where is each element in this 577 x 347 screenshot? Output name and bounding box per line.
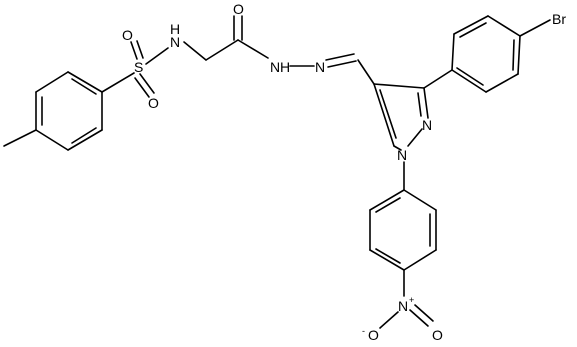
bond-ch-c4 bbox=[357, 59, 375, 85]
bond-c3-aryl bbox=[423, 69, 453, 89]
bond-n-ch2 bbox=[183, 41, 207, 61]
bond-pz-c4-c5 bbox=[373, 83, 395, 147]
atom-br: Br bbox=[552, 11, 566, 27]
bond-pz-n2-c3 bbox=[423, 87, 429, 119]
atom-h-amide: H bbox=[280, 59, 290, 75]
atom-n-sulfonamide: N bbox=[170, 34, 180, 50]
atom-nitro-o-right: O bbox=[432, 327, 443, 343]
atom-h-sulfonamide: H bbox=[170, 21, 180, 37]
bond-brph-3 bbox=[487, 15, 521, 37]
atom-n-amide: N bbox=[270, 59, 280, 75]
bond-tolyl-6 bbox=[35, 129, 69, 151]
bond-brph-5 bbox=[485, 73, 519, 93]
bond-tolyl-inner-2 bbox=[71, 78, 97, 95]
bond-s-o-bottom-a bbox=[134, 77, 150, 98]
atom-n-imine: N bbox=[315, 59, 325, 75]
atom-nitro-o-left-charge: - bbox=[362, 326, 365, 336]
bond-pz-c5-n1 bbox=[393, 145, 402, 151]
bond-pz-inner-1 bbox=[379, 89, 397, 139]
bond-pz-n1-n2 bbox=[407, 128, 423, 147]
bond-n-ch-a bbox=[325, 53, 355, 61]
bond-brph-4 bbox=[517, 35, 521, 75]
bond-s-o-top-b bbox=[136, 40, 144, 59]
bond-nph-inner-2 bbox=[375, 248, 401, 264]
atom-nitro-o-left: O bbox=[368, 327, 379, 343]
bond-s-n bbox=[145, 47, 169, 65]
bond-nph-4 bbox=[369, 249, 405, 271]
bond-nitro-o-right-a bbox=[409, 309, 429, 327]
atom-labels: Br O N H N N H S O O N N N + O - O bbox=[122, 1, 566, 343]
bond-brph-inner-2 bbox=[512, 39, 515, 71]
atom-nitro-n-charge: + bbox=[409, 295, 414, 305]
bond-tolyl-2 bbox=[35, 71, 69, 93]
bond-brph-6 bbox=[451, 69, 487, 93]
bond-nph-inner-3 bbox=[375, 197, 401, 213]
bond-brph-inner-1 bbox=[459, 22, 487, 38]
bond-pz-c3-c4 bbox=[373, 83, 425, 89]
bond-nitro-o-right-b bbox=[414, 304, 434, 322]
bond-c-br bbox=[519, 19, 551, 37]
bond-n-ch-b bbox=[327, 60, 357, 68]
bond-pz-inner-2 bbox=[417, 92, 422, 117]
bond-nph-3 bbox=[403, 249, 437, 271]
bond-brph-1 bbox=[451, 33, 455, 71]
bond-tolyl-3 bbox=[67, 71, 103, 93]
bond-tolyl-inner-3 bbox=[71, 127, 97, 144]
atom-o-s-bottom: O bbox=[148, 95, 159, 111]
atom-nitro-n: N bbox=[398, 298, 408, 314]
bond-nph-1 bbox=[403, 189, 437, 211]
atom-o-carbonyl: O bbox=[233, 1, 244, 17]
atom-pyrazole-n2: N bbox=[422, 117, 432, 133]
bonds bbox=[3, 15, 551, 329]
bond-nph-6 bbox=[369, 189, 405, 211]
bond-methyl bbox=[3, 129, 37, 147]
bond-nitro-o-left bbox=[379, 311, 399, 329]
atom-s: S bbox=[134, 59, 143, 75]
bond-brph-2 bbox=[453, 15, 489, 35]
bond-brph-inner-3 bbox=[456, 67, 484, 86]
bond-ring-s bbox=[101, 72, 135, 93]
bond-s-o-top-a bbox=[130, 41, 138, 60]
atom-pyrazole-n1: N bbox=[397, 147, 407, 163]
bond-tolyl-5 bbox=[67, 129, 103, 151]
atom-o-s-top: O bbox=[122, 27, 133, 43]
bond-s-o-bottom-b bbox=[139, 73, 155, 94]
bond-ch2-co bbox=[205, 39, 239, 61]
bond-co-nh bbox=[237, 39, 269, 59]
